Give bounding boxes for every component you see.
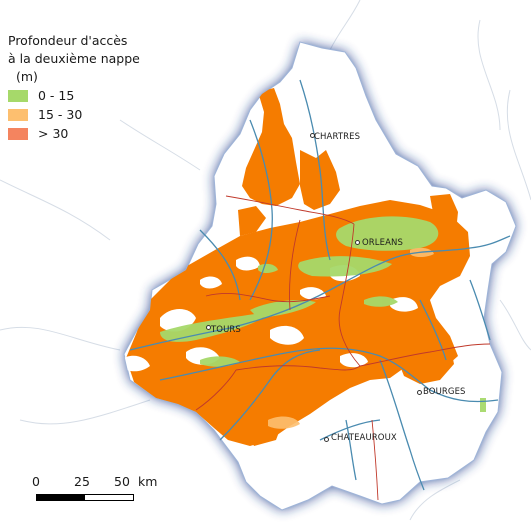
rivers bbox=[129, 79, 511, 491]
city-marker-tours bbox=[206, 325, 211, 330]
scale-label-0: 0 bbox=[32, 474, 40, 489]
legend-swatch bbox=[8, 127, 28, 140]
city-marker-chartres bbox=[310, 133, 315, 138]
legend-label: 15 - 30 bbox=[38, 107, 83, 122]
legend-classes: 0 - 15 15 - 30 > 30 bbox=[8, 86, 140, 143]
legend-unit: (m) bbox=[16, 69, 38, 84]
legend-label: > 30 bbox=[38, 126, 69, 141]
legend-item: > 30 bbox=[8, 124, 140, 143]
city-marker-bourges bbox=[417, 390, 422, 395]
city-marker-chateauroux bbox=[324, 437, 329, 442]
legend-title-line1: Profondeur d'accès bbox=[8, 33, 128, 48]
map-legend: Profondeur d'accès à la deuxième nappe (… bbox=[8, 32, 140, 143]
legend-item: 15 - 30 bbox=[8, 105, 140, 124]
legend-title-line2: à la deuxième nappe bbox=[8, 51, 140, 66]
city-label-bourges: BOURGES bbox=[423, 387, 466, 397]
city-label-chartres: CHARTRES bbox=[314, 132, 361, 142]
city-label-orleans: ORLEANS bbox=[362, 238, 403, 248]
department-borders bbox=[195, 195, 491, 501]
legend-swatch bbox=[8, 89, 28, 102]
city-marker-orleans bbox=[355, 240, 360, 245]
city-label-tours: TOURS bbox=[211, 325, 241, 335]
scale-bar-graphic bbox=[36, 494, 134, 501]
scale-unit: km bbox=[138, 474, 158, 489]
depth-zone-shallow bbox=[160, 216, 486, 412]
scale-label-50: 50 bbox=[114, 474, 130, 489]
scale-label-25: 25 bbox=[74, 474, 90, 489]
gap-areas bbox=[124, 256, 418, 372]
legend-label: 0 - 15 bbox=[38, 88, 75, 103]
city-label-chateauroux: CHATEAUROUX bbox=[331, 433, 397, 443]
legend-swatch bbox=[8, 108, 28, 121]
legend-item: 0 - 15 bbox=[8, 86, 140, 105]
